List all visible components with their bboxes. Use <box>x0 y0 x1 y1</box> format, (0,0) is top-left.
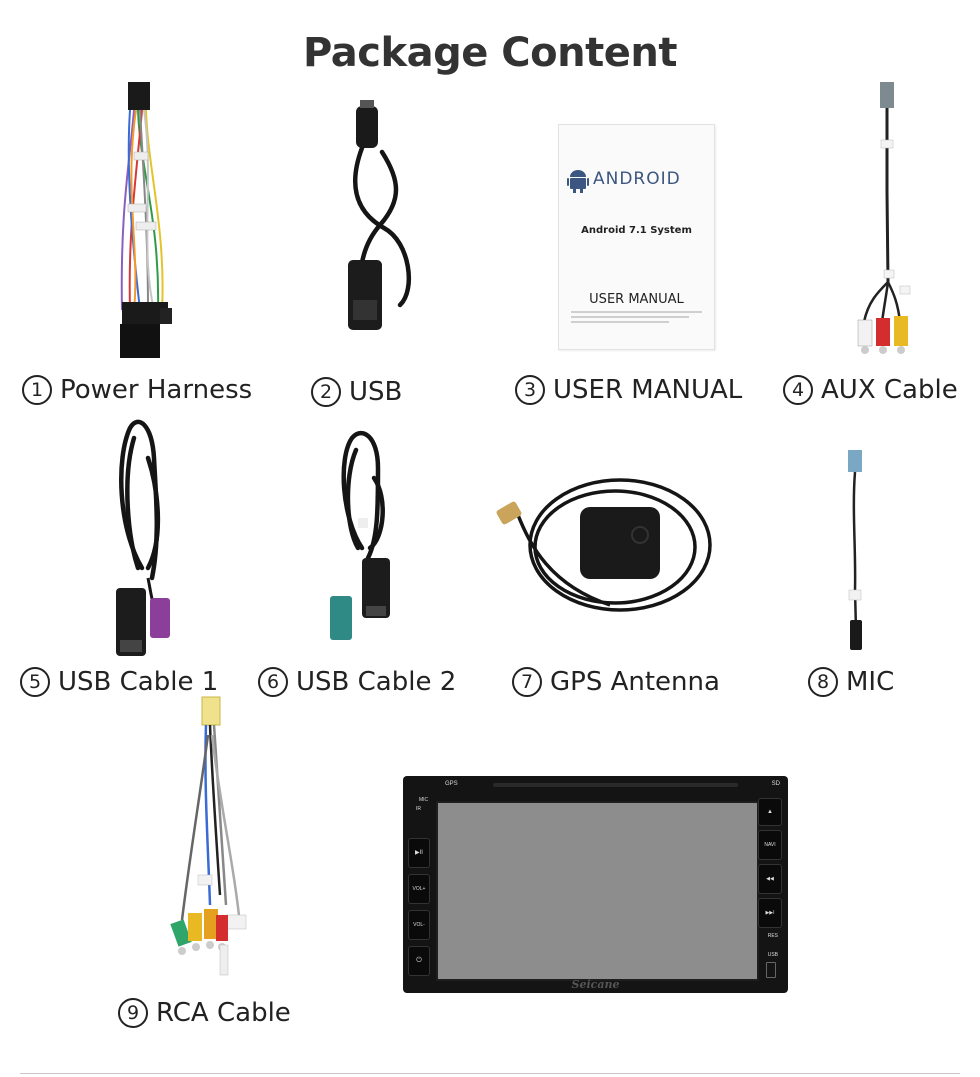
screen-display <box>436 801 759 981</box>
gps-label: GPS <box>445 781 458 787</box>
play-pause-button: ▶II <box>408 838 430 868</box>
vol-up-button: VOL+ <box>408 874 430 904</box>
usb-cable-1-image <box>108 418 188 668</box>
sd-label: SD <box>771 781 780 787</box>
power-icon: ⏻ <box>408 946 430 976</box>
usb-port <box>766 962 776 978</box>
manual-fine-print <box>571 311 702 325</box>
reset-label: RES <box>767 933 778 939</box>
eject-icon: ▲ <box>758 798 782 826</box>
manual-system: Android 7.1 System <box>581 225 692 236</box>
usb-extension-image <box>340 100 430 340</box>
ir-label: IR <box>416 806 421 812</box>
head-unit-image: GPS SD MIC IR ▶II VOL+ VOL- ⏻ ▲ NAVI ◀◀ … <box>403 776 788 993</box>
manual-brand: ANDROID <box>593 169 681 189</box>
aux-cable-image <box>848 82 928 362</box>
disc-slot <box>493 783 738 787</box>
next-track-icon: ▶▶I <box>758 898 782 928</box>
user-manual-image: ANDROID Android 7.1 System USER MANUAL <box>558 124 715 350</box>
prev-track-icon: ◀◀ <box>758 864 782 894</box>
page-title: Package Content <box>303 30 677 76</box>
navi-button: NAVI <box>758 830 782 860</box>
vol-down-button: VOL- <box>408 910 430 940</box>
usb-port-label: USB <box>767 952 778 958</box>
footer-divider <box>20 1073 960 1074</box>
mic-label: MIC <box>419 797 429 803</box>
android-robot-icon <box>567 170 589 193</box>
mic-image <box>836 450 876 655</box>
rca-cable-image <box>160 695 270 985</box>
manual-title: USER MANUAL <box>589 292 684 307</box>
gps-antenna-image <box>490 465 715 625</box>
power-harness-image <box>100 80 190 370</box>
usb-cable-2-image <box>322 428 412 658</box>
brand-logo: Seicane <box>571 978 620 991</box>
